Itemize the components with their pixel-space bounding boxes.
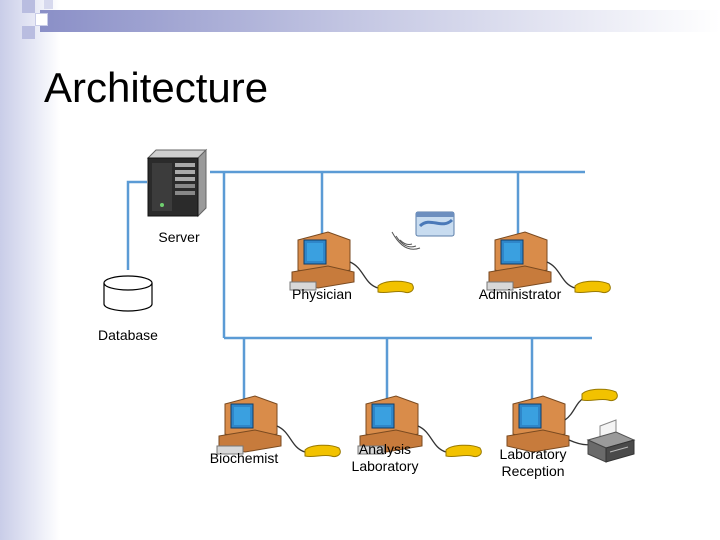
database-icon <box>103 275 153 312</box>
analysis-laboratory-label: Analysis Laboratory <box>351 441 419 474</box>
biochemist-label: Biochemist <box>209 450 279 466</box>
slide-title-bar <box>40 10 720 32</box>
biochemist-workstation-icon <box>216 395 341 458</box>
decor-square <box>22 0 35 13</box>
server-to-database-line <box>126 180 147 270</box>
database-label: Database <box>98 327 158 343</box>
slide-side-gradient <box>0 0 60 540</box>
laboratory-reception-label: Laboratory Reception <box>499 446 567 479</box>
physician-workstation-icon <box>289 231 414 294</box>
administrator-workstation-icon <box>486 231 611 294</box>
slide-title: Architecture <box>44 64 269 111</box>
decor-square <box>22 26 35 39</box>
server-label: Server <box>158 229 200 245</box>
laboratory-reception-workstation-icon <box>506 388 618 453</box>
printer-icon <box>586 419 636 463</box>
administrator-label: Administrator <box>478 286 562 302</box>
network-lines <box>126 170 592 400</box>
server-icon <box>146 148 208 218</box>
decor-square <box>35 13 48 26</box>
decor-square <box>44 0 53 9</box>
physician-label: Physician <box>292 286 352 302</box>
wireless-card-icon <box>391 211 455 250</box>
